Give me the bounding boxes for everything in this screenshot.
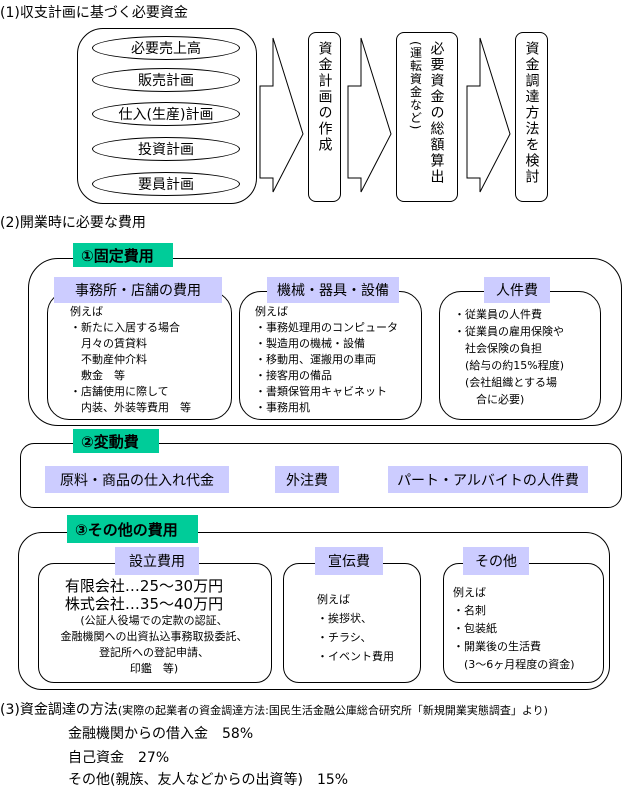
office-costs-title: 事務所・店舗の費用 (54, 277, 222, 303)
misc-costs-title: その他 (463, 547, 529, 575)
variable-item: パート・アルバイトの人件費 (388, 466, 588, 493)
step-text: 必要資金の総額算出 (428, 41, 445, 185)
fixed-costs-label: ①固定費用 (73, 243, 173, 267)
funding-item: 金融機関からの借入金 58% (68, 726, 254, 742)
step-text: 資金調達方法を検討 (523, 41, 540, 185)
personnel-title: 人件費 (484, 277, 550, 303)
ad-costs-title: 宣伝費 (315, 547, 383, 575)
variable-item: 外注費 (275, 466, 339, 493)
misc-costs-box (443, 563, 604, 683)
office-costs-list: 例えば・新たに入居する場合 月々の賃貸料 不動産仲介料 敷金 等・店舗使用に際し… (70, 305, 191, 414)
step-total-funds: 必要資金の総額算出 (運転資金など) (396, 32, 458, 202)
section3-title-row: (3)資金調達の方法(実際の起業者の資金調達方法:国民生活金融公庫総合研究所「新… (0, 699, 548, 719)
misc-costs-list: 例えば・名刺・包装紙・開業後の生活費 (3～6ヶ月程度の資金) (453, 586, 575, 671)
plan-item: 投資計画 (92, 137, 240, 161)
arrow-right-icon (347, 37, 392, 193)
plan-item: 販売計画 (92, 68, 240, 92)
arrow-right-icon (259, 37, 304, 193)
step-subtext: (運転資金など) (408, 41, 423, 131)
step-fund-plan: 資金計画の作成 (308, 32, 341, 202)
funding-item: 自己資金 27% (68, 750, 170, 766)
variable-costs-label: ②変動費 (73, 429, 159, 453)
variable-item: 原料・商品の仕入れ代金 (45, 466, 229, 493)
step-fund-method: 資金調達方法を検討 (515, 32, 548, 202)
section2-title: (2)開業時に必要な費用 (0, 215, 146, 231)
personnel-box (439, 291, 601, 420)
office-costs-box (47, 291, 232, 420)
setup-costs-title: 設立費用 (115, 547, 199, 575)
section1-title: (1)収支計画に基づく必要資金 (0, 5, 188, 21)
setup-costs-content: 有限会社…25～30万円 株式会社…35～40万円 (公証人役場での定款の認証、… (60, 577, 248, 675)
funding-item: その他(親族、友人などからの出資等) 15% (68, 772, 349, 787)
equipment-box (239, 291, 422, 420)
equipment-list: 例えば・事務処理用のコンピュータ・製造用の機械・設備・移動用、運搬用の車両・接客… (255, 305, 398, 414)
other-costs-label: ③その他の費用 (67, 515, 198, 543)
plan-item: 必要売上高 (92, 36, 240, 60)
ad-costs-list: 例えば・挨拶状、・チラシ、・イベント費用 (317, 593, 394, 663)
personnel-list: ・従業員の人件費・従業員の雇用保険や 社会保険の負担 (給与の約15%程度) (… (454, 308, 565, 406)
equipment-title: 機械・器具・設備 (267, 277, 399, 303)
section3-title: (3)資金調達の方法 (0, 702, 118, 718)
section3-source: (実際の起業者の資金調達方法:国民生活金融公庫総合研究所「新規開業実態調査」より… (117, 704, 548, 717)
plan-item: 仕入(生産)計画 (92, 102, 240, 126)
arrow-right-icon (466, 37, 511, 193)
step-text: 資金計画の作成 (316, 41, 333, 153)
plan-item: 要員計画 (92, 172, 240, 196)
